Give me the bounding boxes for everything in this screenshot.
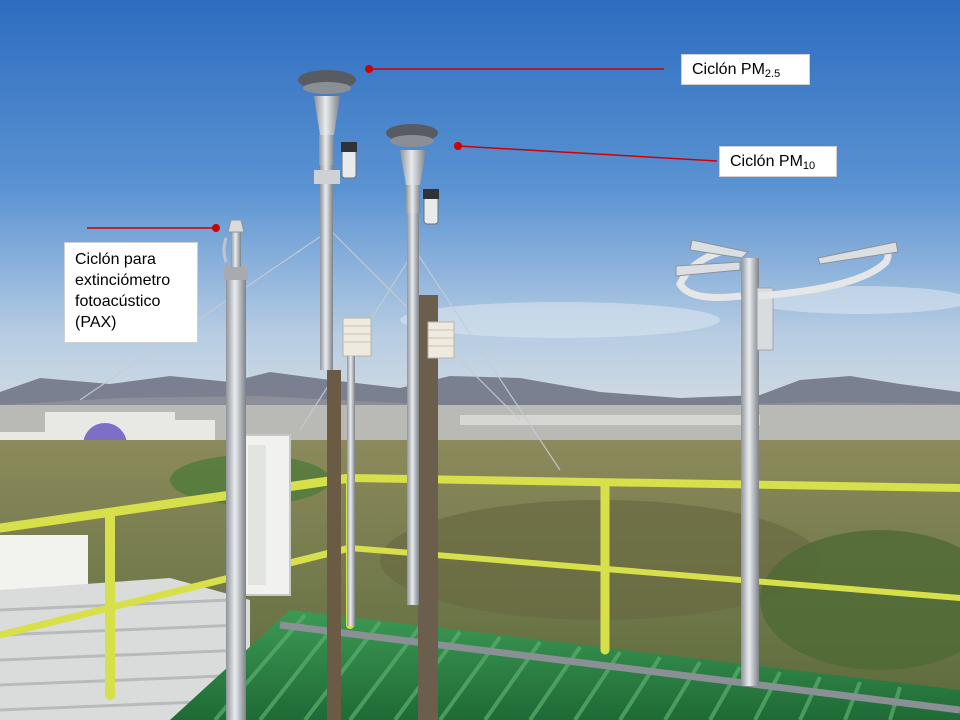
- wind-sensor-mast: [741, 258, 759, 686]
- leader-line-pm25: [365, 65, 664, 73]
- pm25-inlet-cap-rim: [303, 82, 351, 94]
- wind-sensor-probe-left: [689, 239, 750, 259]
- wind-sensor-probe-mid: [675, 261, 741, 277]
- label-pm10-text: Ciclón PM: [730, 153, 803, 170]
- shrubs: [380, 500, 820, 620]
- pax-cyclone-inlet: [227, 219, 245, 233]
- radiation-shield-right: [427, 321, 455, 359]
- radiation-shield-left: [342, 317, 372, 626]
- pm25-mast: [320, 150, 333, 370]
- leader-line-pm10: [454, 142, 718, 162]
- pax-inlet-stem: [231, 225, 241, 267]
- label-pax-line-4: (PAX): [75, 314, 117, 331]
- cloud: [750, 286, 960, 314]
- label-pm25-subscript: 2.5: [764, 68, 781, 80]
- pm10-filter-top: [423, 189, 439, 199]
- label-ciclon-pm10: Ciclón PM10: [719, 146, 837, 177]
- neighbor-roof: [0, 578, 250, 720]
- label-pm25-text: Ciclón PM: [692, 61, 765, 78]
- pm25-filter-holder: [341, 149, 357, 179]
- pm10-filter-holder: [423, 196, 439, 225]
- pm25-cyclone-neck: [319, 135, 334, 165]
- cabinet-door: [248, 445, 266, 585]
- pax-mast: [226, 270, 246, 720]
- pax-inlet-hook: [222, 237, 228, 263]
- pm25-lower-mast: [327, 370, 341, 720]
- label-pax-line-2: extinciómetro: [75, 272, 171, 289]
- pax-mast-cap: [224, 266, 248, 280]
- safety-railing: [0, 473, 960, 700]
- label-pax-line-3: fotoacústico: [75, 293, 161, 310]
- pm10-cyclone-body: [400, 150, 426, 185]
- label-ciclon-pm25: Ciclón PM2.5: [681, 54, 810, 85]
- label-pax-line-1: Ciclón para: [75, 251, 156, 268]
- label-pm10-subscript: 10: [802, 160, 816, 172]
- leader-line-pax: [87, 224, 220, 232]
- pm10-cyclone-neck: [406, 185, 420, 213]
- wind-sensor-junction: [756, 287, 774, 351]
- roof-pipe: [279, 621, 960, 714]
- cloud: [400, 302, 720, 338]
- neighbor-wall: [0, 535, 88, 590]
- pm25-cyclone-body: [314, 96, 340, 135]
- wind-sensor-arm-left: [676, 248, 742, 301]
- shrubs: [760, 530, 960, 670]
- wind-sensor-probe-right: [817, 241, 899, 265]
- pm10-lower-mast: [418, 295, 438, 720]
- pm10-mast: [407, 205, 419, 605]
- pm10-inlet-cap-rim: [390, 135, 434, 147]
- pm25-clamp: [314, 170, 340, 184]
- label-ciclon-pax: Ciclón para extinciómetro fotoacústico (…: [64, 242, 198, 343]
- pm25-filter-top: [341, 142, 357, 152]
